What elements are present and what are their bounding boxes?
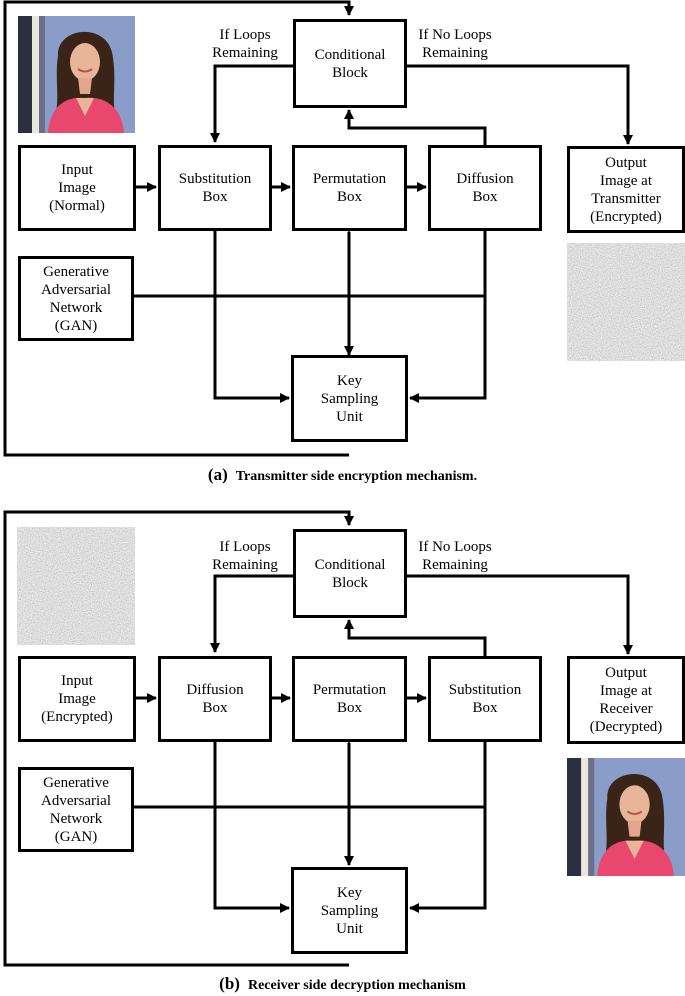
diffusion-box: Diffusion Box — [158, 656, 272, 742]
diffusion-box: Diffusion Box — [428, 145, 542, 231]
caption-tag: (a) — [207, 465, 228, 484]
feedback-loop-arrow — [3, 510, 354, 967]
input-image-block: Input Image (Normal) — [18, 145, 136, 231]
panel-b-connectors — [3, 510, 633, 967]
output-noise-image — [567, 243, 685, 361]
no-loops-remaining-arrow — [405, 574, 633, 655]
input-image-block: Input Image (Encrypted) — [18, 656, 136, 742]
caption-text: Receiver side decryption mechanism — [247, 978, 466, 993]
input-portrait-image — [18, 16, 135, 133]
loops-remaining-label: If Loops Remaining — [212, 539, 278, 573]
panel-a-encryption: Conditional Block Input Image (Normal) S… — [0, 0, 685, 485]
loops-remaining-arrow — [210, 64, 294, 143]
feedback-loop-arrow — [3, 0, 354, 457]
panel-a-caption: (a) Transmitter side encryption mechanism… — [0, 465, 685, 485]
loops-remaining-arrow — [210, 574, 294, 653]
substitution-box: Substitution Box — [158, 145, 272, 231]
stage3-to-conditional-arrow — [344, 619, 487, 657]
conditional-block: Conditional Block — [293, 19, 407, 108]
panel-b-caption: (b) Receiver side decryption mechanism — [0, 974, 685, 994]
stage1-key-arrow — [210, 732, 290, 913]
no-loops-remaining-label: If No Loops Remaining — [418, 539, 492, 573]
panel-a-connectors — [3, 0, 633, 457]
output-image-block: Output Image at Receiver (Decrypted) — [567, 656, 685, 744]
permutation-box: Permutation Box — [292, 656, 407, 742]
stage3-key-arrow — [409, 221, 490, 403]
key-sampling-unit: Key Sampling Unit — [291, 867, 408, 954]
stage1-key-arrow — [210, 221, 290, 403]
substitution-box: Substitution Box — [428, 656, 542, 742]
caption-tag: (b) — [219, 974, 240, 993]
gan-block: Generative Adversarial Network (GAN) — [18, 767, 134, 852]
stage3-to-conditional-arrow — [344, 109, 487, 147]
gan-block: Generative Adversarial Network (GAN) — [18, 256, 134, 341]
stage3-key-arrow — [409, 732, 490, 913]
output-portrait-image — [567, 758, 685, 876]
output-image-block: Output Image at Transmitter (Encrypted) — [567, 146, 685, 233]
no-loops-remaining-arrow — [405, 64, 633, 145]
permutation-box: Permutation Box — [292, 145, 407, 231]
no-loops-remaining-label: If No Loops Remaining — [418, 27, 492, 61]
panel-b-decryption: Conditional Block Input Image (Encrypted… — [0, 510, 685, 996]
loops-remaining-label: If Loops Remaining — [212, 27, 278, 61]
caption-text: Transmitter side encryption mechanism. — [235, 469, 478, 484]
key-sampling-unit: Key Sampling Unit — [291, 355, 408, 442]
conditional-block: Conditional Block — [293, 529, 407, 618]
input-noise-image — [17, 527, 135, 645]
